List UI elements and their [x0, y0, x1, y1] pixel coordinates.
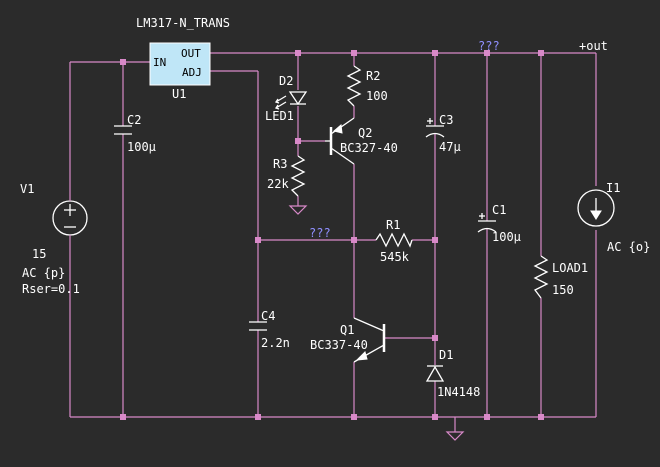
regulator-model-label: LM317-N_TRANS — [136, 16, 230, 30]
wires — [69, 52, 597, 432]
q1-value-label: BC337-40 — [310, 338, 368, 352]
junction — [295, 138, 301, 144]
regulator-pin-in: IN — [153, 56, 166, 69]
r1-ref-label: R1 — [386, 218, 400, 232]
transistor-q1[interactable]: Q1 BC337-40 — [310, 317, 386, 363]
r3-ref-label: R3 — [273, 157, 287, 171]
net-label-out: +out — [579, 39, 608, 53]
c1-value-label: 100µ — [492, 230, 521, 244]
junction — [432, 50, 438, 56]
junction — [432, 237, 438, 243]
resistor-r1[interactable]: R1 545k — [375, 218, 413, 264]
junctions — [120, 50, 544, 420]
c3-value-label: 47µ — [439, 140, 461, 154]
junction — [351, 414, 357, 420]
resistor-load1[interactable]: LOAD1 150 — [533, 255, 588, 299]
v1-value-label: 15 — [32, 247, 46, 261]
capacitor-c3[interactable]: C3 47µ — [425, 113, 461, 154]
i1-ac-label: AC {o} — [607, 240, 650, 254]
voltage-source-v1[interactable]: V1 15 AC {p} Rser=0.1 — [20, 182, 88, 296]
d2-ref-label: D2 — [279, 74, 293, 88]
net-label-unknown-mid: ??? — [309, 226, 331, 240]
net-label-unknown-top: ??? — [478, 39, 500, 53]
junction — [538, 414, 544, 420]
r3-value-label: 22k — [267, 177, 289, 191]
r2-ref-label: R2 — [366, 69, 380, 83]
regulator-u1[interactable]: LM317-N_TRANS U1 IN OUT ADJ — [136, 16, 230, 101]
ground-symbol — [288, 205, 308, 215]
junction — [432, 335, 438, 341]
capacitor-c1[interactable]: C1 100µ — [477, 203, 521, 244]
regulator-body[interactable] — [149, 42, 211, 86]
c1-ref-label: C1 — [492, 203, 506, 217]
resistor-r3[interactable]: R3 22k — [267, 155, 308, 215]
c2-ref-label: C2 — [127, 113, 141, 127]
regulator-ref-label: U1 — [172, 87, 186, 101]
v1-ac-label: AC {p} — [22, 266, 65, 280]
current-source-symbol[interactable] — [577, 189, 615, 227]
q2-ref-label: Q2 — [358, 126, 372, 140]
q1-ref-label: Q1 — [340, 323, 354, 337]
c4-ref-label: C4 — [261, 309, 275, 323]
regulator-pin-adj: ADJ — [182, 66, 202, 79]
c4-value-label: 2.2n — [261, 336, 290, 350]
load-value-label: 150 — [552, 283, 574, 297]
regulator-pin-out: OUT — [181, 47, 201, 60]
resistor-r2[interactable]: R2 100 — [346, 65, 388, 107]
ground-symbol — [445, 431, 465, 441]
junction — [432, 414, 438, 420]
diode-d1[interactable]: D1 1N4148 — [425, 348, 480, 399]
junction — [538, 50, 544, 56]
junction — [484, 414, 490, 420]
i1-ref-label: I1 — [606, 181, 620, 195]
junction — [255, 414, 261, 420]
r1-value-label: 545k — [380, 250, 410, 264]
junction — [120, 414, 126, 420]
transistor-q2[interactable]: Q2 BC327-40 — [325, 117, 398, 165]
current-source-i1[interactable]: I1 AC {o} — [577, 181, 650, 254]
d2-name-label: LED1 — [265, 109, 294, 123]
junction — [295, 50, 301, 56]
junction — [120, 59, 126, 65]
c3-ref-label: C3 — [439, 113, 453, 127]
q2-value-label: BC327-40 — [340, 141, 398, 155]
load-ref-label: LOAD1 — [552, 261, 588, 275]
v1-ref-label: V1 — [20, 182, 34, 196]
c2-value-label: 100µ — [127, 140, 156, 154]
capacitor-c2[interactable]: C2 100µ — [114, 113, 156, 154]
r2-value-label: 100 — [366, 89, 388, 103]
v1-rser-label: Rser=0.1 — [22, 282, 80, 296]
led-d2[interactable]: D2 LED1 — [265, 74, 308, 123]
capacitor-c4[interactable]: C4 2.2n — [249, 309, 290, 350]
junction — [255, 237, 261, 243]
d1-value-label: 1N4148 — [437, 385, 480, 399]
junction — [351, 50, 357, 56]
d1-ref-label: D1 — [439, 348, 453, 362]
junction — [351, 237, 357, 243]
junction — [484, 50, 490, 56]
